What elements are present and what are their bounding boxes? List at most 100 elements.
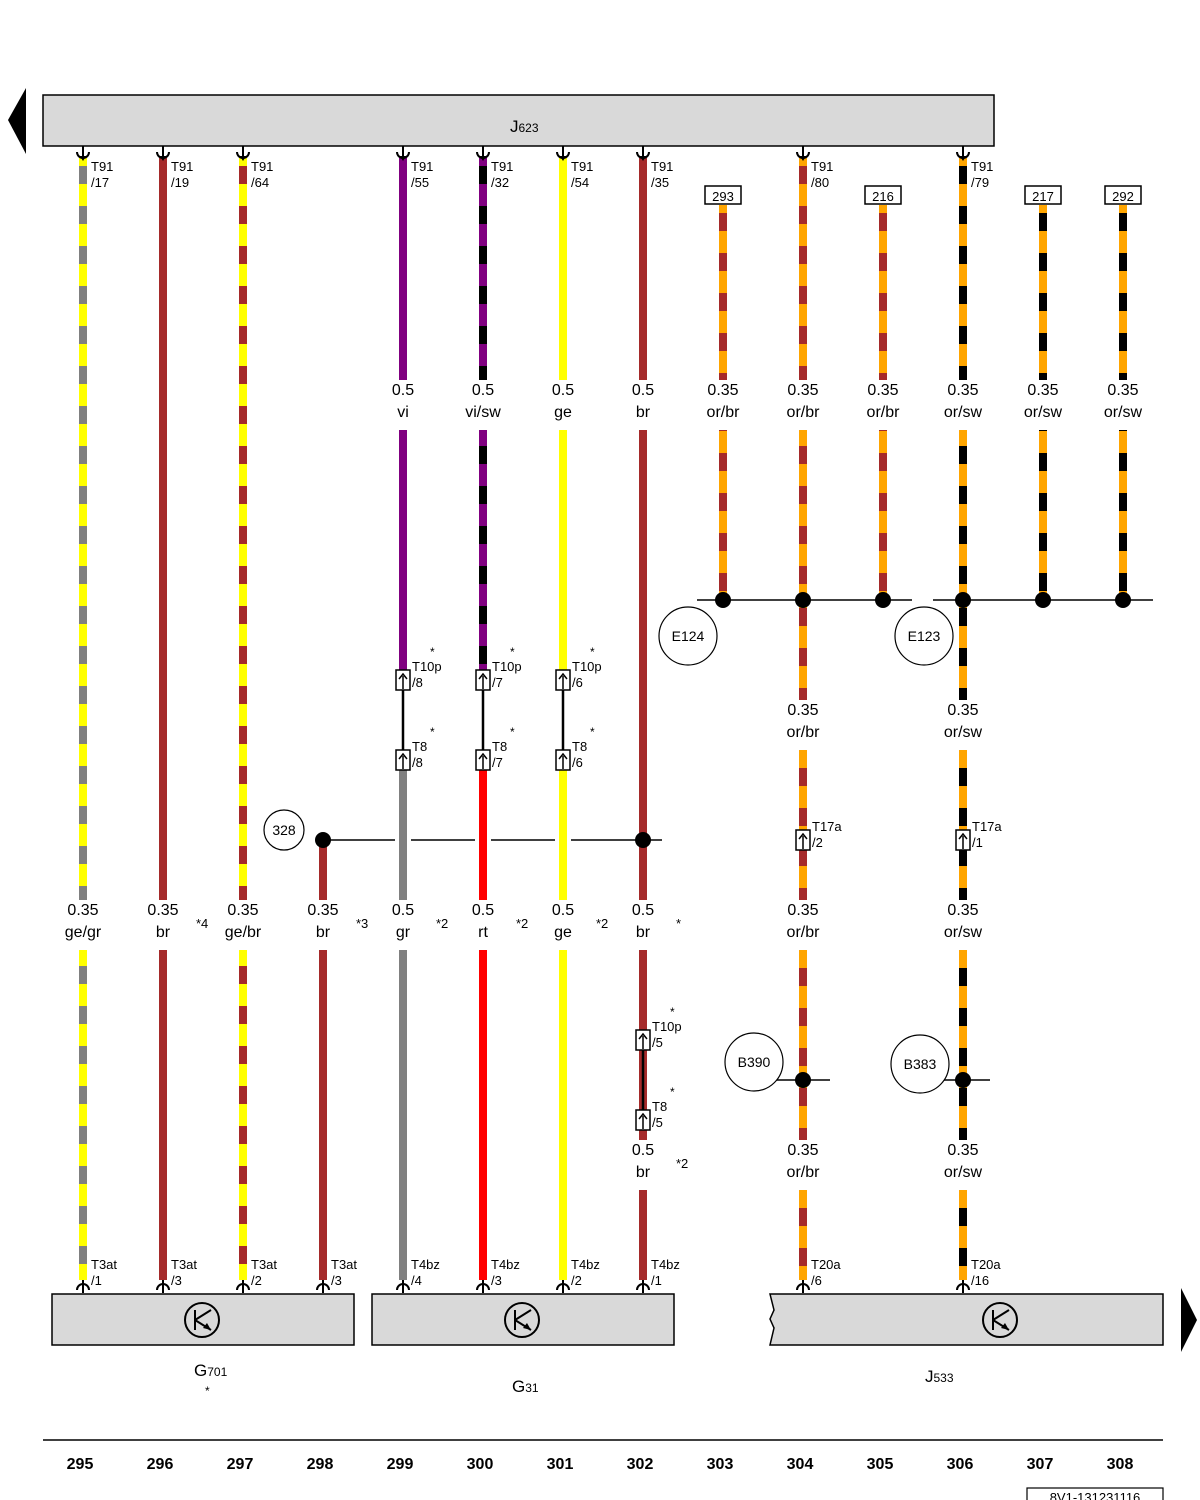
ref-box-216: 216 <box>864 185 902 205</box>
connector-note: * <box>510 645 515 659</box>
wire-size: 0.5 <box>632 1142 654 1159</box>
wire-size: 0.5 <box>392 382 414 399</box>
wire-color: br <box>636 924 651 941</box>
connector-name: T17a <box>812 819 842 834</box>
connector-T91-54: T91/54 <box>556 146 593 190</box>
connector-name: T4bz <box>651 1257 680 1272</box>
wire-note: *3 <box>356 916 368 931</box>
arrow-left-icon[interactable] <box>8 88 26 154</box>
connector-note: * <box>430 645 435 659</box>
ref-number: 217 <box>1032 189 1054 204</box>
connector-pin: /79 <box>971 175 989 190</box>
wire-color: or/br <box>787 404 821 421</box>
wire-label: 0.35 or/br <box>771 380 835 430</box>
ref-number: 292 <box>1112 189 1134 204</box>
wire-color: or/sw <box>1104 404 1143 421</box>
ref-number: 293 <box>712 189 734 204</box>
connector-pin: /16 <box>971 1273 989 1288</box>
column-number: 302 <box>627 1456 654 1473</box>
connector-T3at-1: T3at/1 <box>76 1257 117 1293</box>
inline-connector-T8-5: T8/5* <box>635 1085 675 1131</box>
connector-name: T8 <box>492 739 507 754</box>
wire-size: 0.35 <box>787 1142 818 1159</box>
junction-dot <box>315 832 331 848</box>
wire-label: 0.5br*2 <box>611 1140 688 1190</box>
wire-note: *2 <box>516 916 528 931</box>
connector-pin: /6 <box>811 1273 822 1288</box>
connector-pin: /17 <box>91 175 109 190</box>
wire-color: rt <box>478 924 488 941</box>
wire-size: 0.35 <box>787 382 818 399</box>
junction-dot <box>795 1072 811 1088</box>
junction-dot <box>715 592 731 608</box>
connector-name: T4bz <box>491 1257 520 1272</box>
ref-box-292: 292 <box>1104 185 1142 205</box>
wire-size: 0.35 <box>947 702 978 719</box>
connector-pin: /1 <box>651 1273 662 1288</box>
wire-size: 0.35 <box>1107 382 1138 399</box>
wire-color: or/br <box>787 724 821 741</box>
connector-note: * <box>670 1085 675 1099</box>
connector-name: T4bz <box>571 1257 600 1272</box>
wire-color: ge/gr <box>65 924 102 941</box>
connector-T91-79: T91/79 <box>956 146 993 190</box>
wire-color: br <box>156 924 171 941</box>
wire-label: 0.5vi/sw <box>451 380 515 430</box>
wire-size: 0.5 <box>552 382 574 399</box>
connector-pin: /6 <box>572 755 583 770</box>
wire-label: 0.5br <box>611 380 675 430</box>
connector-pin: /6 <box>572 675 583 690</box>
wire-size: 0.35 <box>227 902 258 919</box>
ground-point-E123: E123 <box>894 606 954 666</box>
wire-size: 0.35 <box>1027 382 1058 399</box>
wire-size: 0.35 <box>947 382 978 399</box>
wire-note: *2 <box>596 916 608 931</box>
connector-pin: /7 <box>492 675 503 690</box>
connector-T4bz-1: T4bz/1 <box>636 1257 680 1293</box>
connector-T91-19: T91/19 <box>156 146 193 190</box>
ref-box-217: 217 <box>1024 185 1062 205</box>
connector-T20a-16: T20a/16 <box>956 1257 1001 1293</box>
wire-color: or/br <box>787 924 821 941</box>
column-number: 304 <box>787 1456 814 1473</box>
connector-T3at-3: T3at/3 <box>316 1257 357 1293</box>
module-g701-label: G701 <box>194 1361 228 1380</box>
inline-connector-T8-6: T8/6* <box>555 725 595 771</box>
connector-note: * <box>590 645 595 659</box>
footer-ref-box <box>1026 1487 1164 1500</box>
connector-name: T91 <box>171 159 193 174</box>
inline-connector-T17a-1: T17a/1 <box>955 819 1002 851</box>
connectors: T91/17T3at/1T91/19T3at/3T91/64T3at/2T3at… <box>76 146 1142 1293</box>
connector-note: * <box>430 725 435 739</box>
inline-connector-T8-8: T8/8* <box>395 725 435 771</box>
wire-size: 0.35 <box>947 902 978 919</box>
wire-color: or/br <box>707 404 741 421</box>
inline-connector-T8-7: T8/7* <box>475 725 515 771</box>
connector-pin: /8 <box>412 755 423 770</box>
connector-name: T91 <box>971 159 993 174</box>
wire-size: 0.5 <box>472 902 494 919</box>
junction-dot <box>1035 592 1051 608</box>
connector-T4bz-3: T4bz/3 <box>476 1257 520 1293</box>
connector-name: T91 <box>411 159 433 174</box>
arrow-right-icon[interactable] <box>1181 1288 1197 1352</box>
junction-dot <box>875 592 891 608</box>
connector-name: T4bz <box>411 1257 440 1272</box>
module-j533-label: J533 <box>925 1367 954 1386</box>
column-number: 296 <box>147 1456 174 1473</box>
column-number: 297 <box>227 1456 254 1473</box>
connector-T91-35: T91/35 <box>636 146 673 190</box>
ground-label: E123 <box>908 628 941 644</box>
connector-T3at-3: T3at/3 <box>156 1257 197 1293</box>
wire-labels: 0.35ge/gr0.35br*40.35ge/br0.35br*30.5vi0… <box>51 380 1155 1190</box>
connector-pin: /55 <box>411 175 429 190</box>
column-number: 305 <box>867 1456 894 1473</box>
ground-point-E124: E124 <box>658 606 718 666</box>
